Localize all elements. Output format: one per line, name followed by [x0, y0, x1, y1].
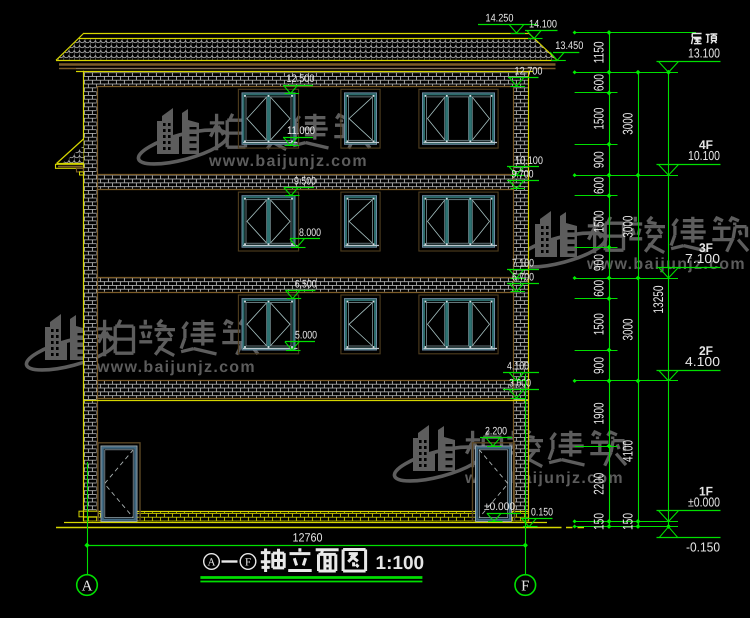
svg-text:600: 600 — [591, 177, 607, 194]
svg-text:2200: 2200 — [591, 473, 607, 495]
svg-text:9.500: 9.500 — [294, 175, 316, 187]
svg-text:600: 600 — [591, 280, 607, 297]
svg-text:0.150: 0.150 — [531, 507, 553, 519]
svg-text:14.250: 14.250 — [486, 13, 514, 25]
svg-text:5.000: 5.000 — [295, 330, 317, 342]
svg-text:4100: 4100 — [620, 440, 636, 462]
svg-text:13250: 13250 — [650, 285, 666, 313]
svg-text:www.baijunjz.com: www.baijunjz.com — [586, 256, 746, 273]
svg-text:6.500: 6.500 — [295, 278, 317, 290]
svg-text:1900: 1900 — [591, 402, 607, 424]
svg-text:A: A — [208, 557, 216, 569]
svg-text:3000: 3000 — [620, 318, 636, 340]
svg-text:12.500: 12.500 — [287, 73, 315, 85]
svg-text:3F: 3F — [699, 241, 713, 255]
svg-text:12.700: 12.700 — [515, 66, 543, 78]
svg-text:7.100: 7.100 — [512, 258, 534, 270]
svg-text:13.450: 13.450 — [555, 40, 583, 52]
svg-text:8.000: 8.000 — [299, 227, 321, 239]
svg-text:1150: 1150 — [591, 41, 607, 63]
svg-text:12760: 12760 — [293, 531, 323, 545]
svg-text:1500: 1500 — [591, 107, 607, 129]
svg-text:3000: 3000 — [620, 113, 636, 135]
svg-text:14.100: 14.100 — [529, 18, 557, 30]
svg-text:A: A — [82, 579, 93, 595]
svg-text:1500: 1500 — [591, 210, 607, 232]
svg-text:150: 150 — [620, 513, 636, 530]
svg-text:9.700: 9.700 — [512, 169, 534, 181]
svg-text:11.000: 11.000 — [287, 125, 315, 137]
svg-text:4.100: 4.100 — [507, 361, 529, 373]
svg-text:1500: 1500 — [591, 313, 607, 335]
svg-text:13.100: 13.100 — [688, 45, 720, 60]
svg-text:-0.150: -0.150 — [686, 540, 720, 555]
svg-text:900: 900 — [591, 357, 607, 374]
svg-text:2.200: 2.200 — [485, 426, 507, 438]
svg-text:www.baijunjz.com: www.baijunjz.com — [96, 359, 256, 376]
svg-text:900: 900 — [591, 254, 607, 271]
svg-text:www.baijunjz.com: www.baijunjz.com — [208, 153, 368, 170]
svg-text:1F: 1F — [699, 484, 713, 498]
svg-text:F: F — [521, 579, 529, 595]
svg-text:10.100: 10.100 — [515, 155, 543, 167]
svg-text:±0.000: ±0.000 — [688, 494, 720, 509]
svg-text:±0.000: ±0.000 — [484, 501, 515, 513]
svg-text:3.600: 3.600 — [509, 378, 531, 390]
svg-text:4.100: 4.100 — [685, 354, 720, 369]
svg-text:10.100: 10.100 — [688, 148, 720, 163]
svg-text:900: 900 — [591, 151, 607, 168]
svg-text:F: F — [245, 557, 251, 569]
svg-text:3000: 3000 — [620, 215, 636, 237]
svg-text:7.100: 7.100 — [685, 251, 720, 266]
svg-text:2F: 2F — [699, 344, 713, 358]
svg-text:150: 150 — [591, 513, 607, 530]
svg-text:6.700: 6.700 — [512, 271, 534, 283]
svg-text:4F: 4F — [699, 138, 713, 152]
svg-text:1:100: 1:100 — [376, 553, 425, 574]
svg-text:600: 600 — [591, 74, 607, 91]
